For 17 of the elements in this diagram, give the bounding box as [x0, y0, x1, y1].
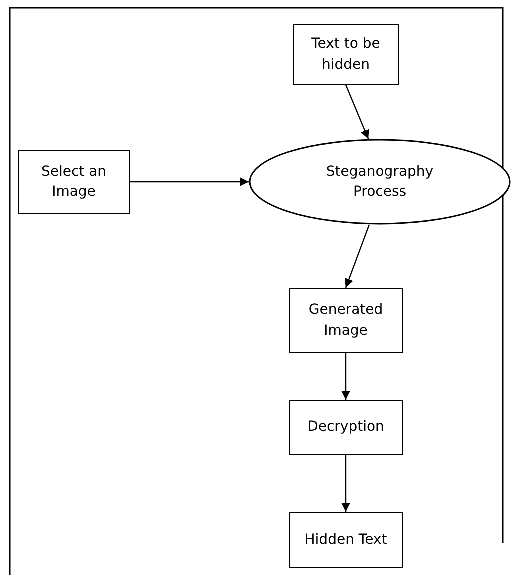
arrow — [342, 455, 350, 512]
node-label: Steganography Process — [325, 162, 435, 202]
process-box — [289, 512, 403, 568]
process-box — [18, 150, 130, 214]
process-ellipse — [249, 139, 511, 225]
node-label: Hidden Text — [304, 530, 388, 550]
process-box — [289, 400, 403, 455]
node-label: Select an Image — [40, 162, 108, 202]
arrow — [344, 224, 370, 288]
process-box — [289, 288, 403, 353]
process-box — [293, 24, 399, 85]
node-label: Text to be hidden — [310, 35, 382, 74]
node-label: Generated Image — [308, 301, 384, 340]
arrow — [342, 353, 350, 400]
node-label: Decryption — [308, 418, 384, 438]
arrow — [130, 178, 249, 186]
arrow — [345, 84, 370, 140]
